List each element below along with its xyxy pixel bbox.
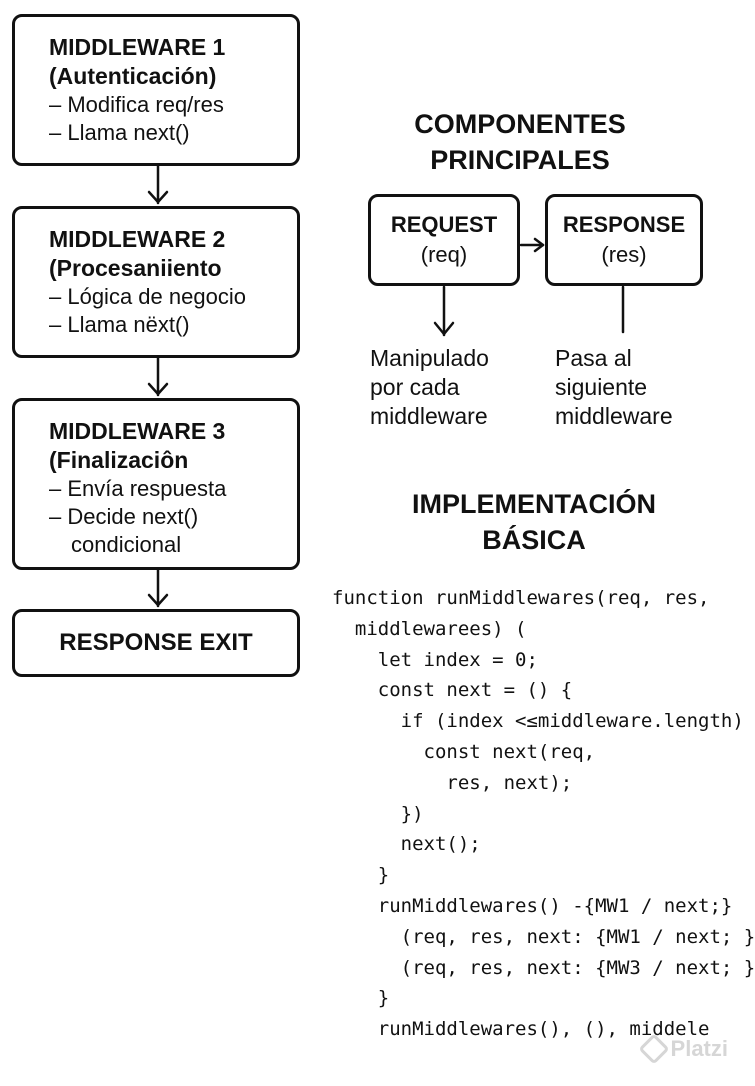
middleware-2-box: MIDDLEWARE 2 (Procesaniiento – Lógica de… [12, 206, 300, 358]
middleware-2-line-1: – Lógica de negocio [49, 284, 246, 309]
arrow-mw2-to-mw3 [147, 356, 169, 397]
arrow-mw3-to-exit [147, 568, 169, 608]
request-note-line-1: Manipulado [370, 345, 489, 371]
middleware-1-line-1: – Modifica req/res [49, 92, 224, 117]
middleware-1-subtitle: (Autenticación) [49, 63, 217, 89]
response-exit-box: RESPONSE EXIT [12, 609, 300, 677]
implementation-heading-line-1: IMPLEMENTACIÓN [412, 489, 656, 519]
request-note-line-2: por cada [370, 374, 460, 400]
platzi-logo-icon [637, 1033, 670, 1065]
middleware-3-title: MIDDLEWARE 3 [49, 418, 226, 444]
response-title: RESPONSE [562, 212, 686, 237]
middleware-1-line-2: – Llama next() [49, 120, 190, 145]
platzi-watermark: Platzi [637, 1033, 728, 1065]
code-snippet: function runMiddlewares(req, res, middle… [332, 587, 755, 1041]
request-box: REQUEST (req) [368, 194, 520, 286]
middleware-3-box: MIDDLEWARE 3 (Finalizaciôn – Envía respu… [12, 398, 300, 570]
response-note: Pasa al siguiente middleware [555, 344, 673, 431]
components-heading: COMPONENTES PRINCIPALES [380, 106, 660, 178]
middleware-2-line-2: – Llama nëxt() [49, 312, 190, 337]
request-title: REQUEST [390, 212, 498, 237]
response-box: RESPONSE (res) [545, 194, 703, 286]
implementation-heading: IMPLEMENTACIÓN BÁSICA [384, 486, 684, 558]
implementation-heading-line-2: BÁSICA [482, 525, 586, 555]
response-subtitle: (res) [601, 242, 647, 267]
middleware-3-line-2: – Decide next() [49, 504, 199, 529]
middleware-3-line-3: condicional [71, 532, 182, 557]
response-note-line-2: siguiente [555, 374, 648, 400]
request-note: Manipulado por cada middleware [370, 344, 489, 431]
response-exit-label: RESPONSE EXIT [59, 629, 253, 656]
middleware-3-line-1: – Envía respuesta [49, 476, 227, 501]
request-note-line-3: middleware [370, 403, 488, 429]
request-subtitle: (req) [420, 242, 468, 267]
connector-arrows [147, 164, 625, 608]
arrow-mw1-to-mw2 [147, 164, 169, 205]
arrow-request-to-response [519, 237, 545, 253]
watermark-text: Platzi [670, 1036, 728, 1061]
middleware-1-box: MIDDLEWARE 1 (Autenticación) – Modifica … [12, 14, 300, 166]
middleware-3-subtitle: (Finalizaciôn [49, 447, 189, 473]
middleware-2-title: MIDDLEWARE 2 [49, 226, 226, 252]
middleware-2-subtitle: (Procesaniiento [49, 255, 222, 281]
components-heading-line-1: COMPONENTES [414, 109, 626, 139]
response-note-line-1: Pasa al [555, 345, 632, 371]
response-note-line-3: middleware [555, 403, 673, 429]
components-heading-line-2: PRINCIPALES [430, 145, 610, 175]
arrow-request-down [433, 285, 455, 337]
middleware-1-title: MIDDLEWARE 1 [49, 34, 226, 60]
